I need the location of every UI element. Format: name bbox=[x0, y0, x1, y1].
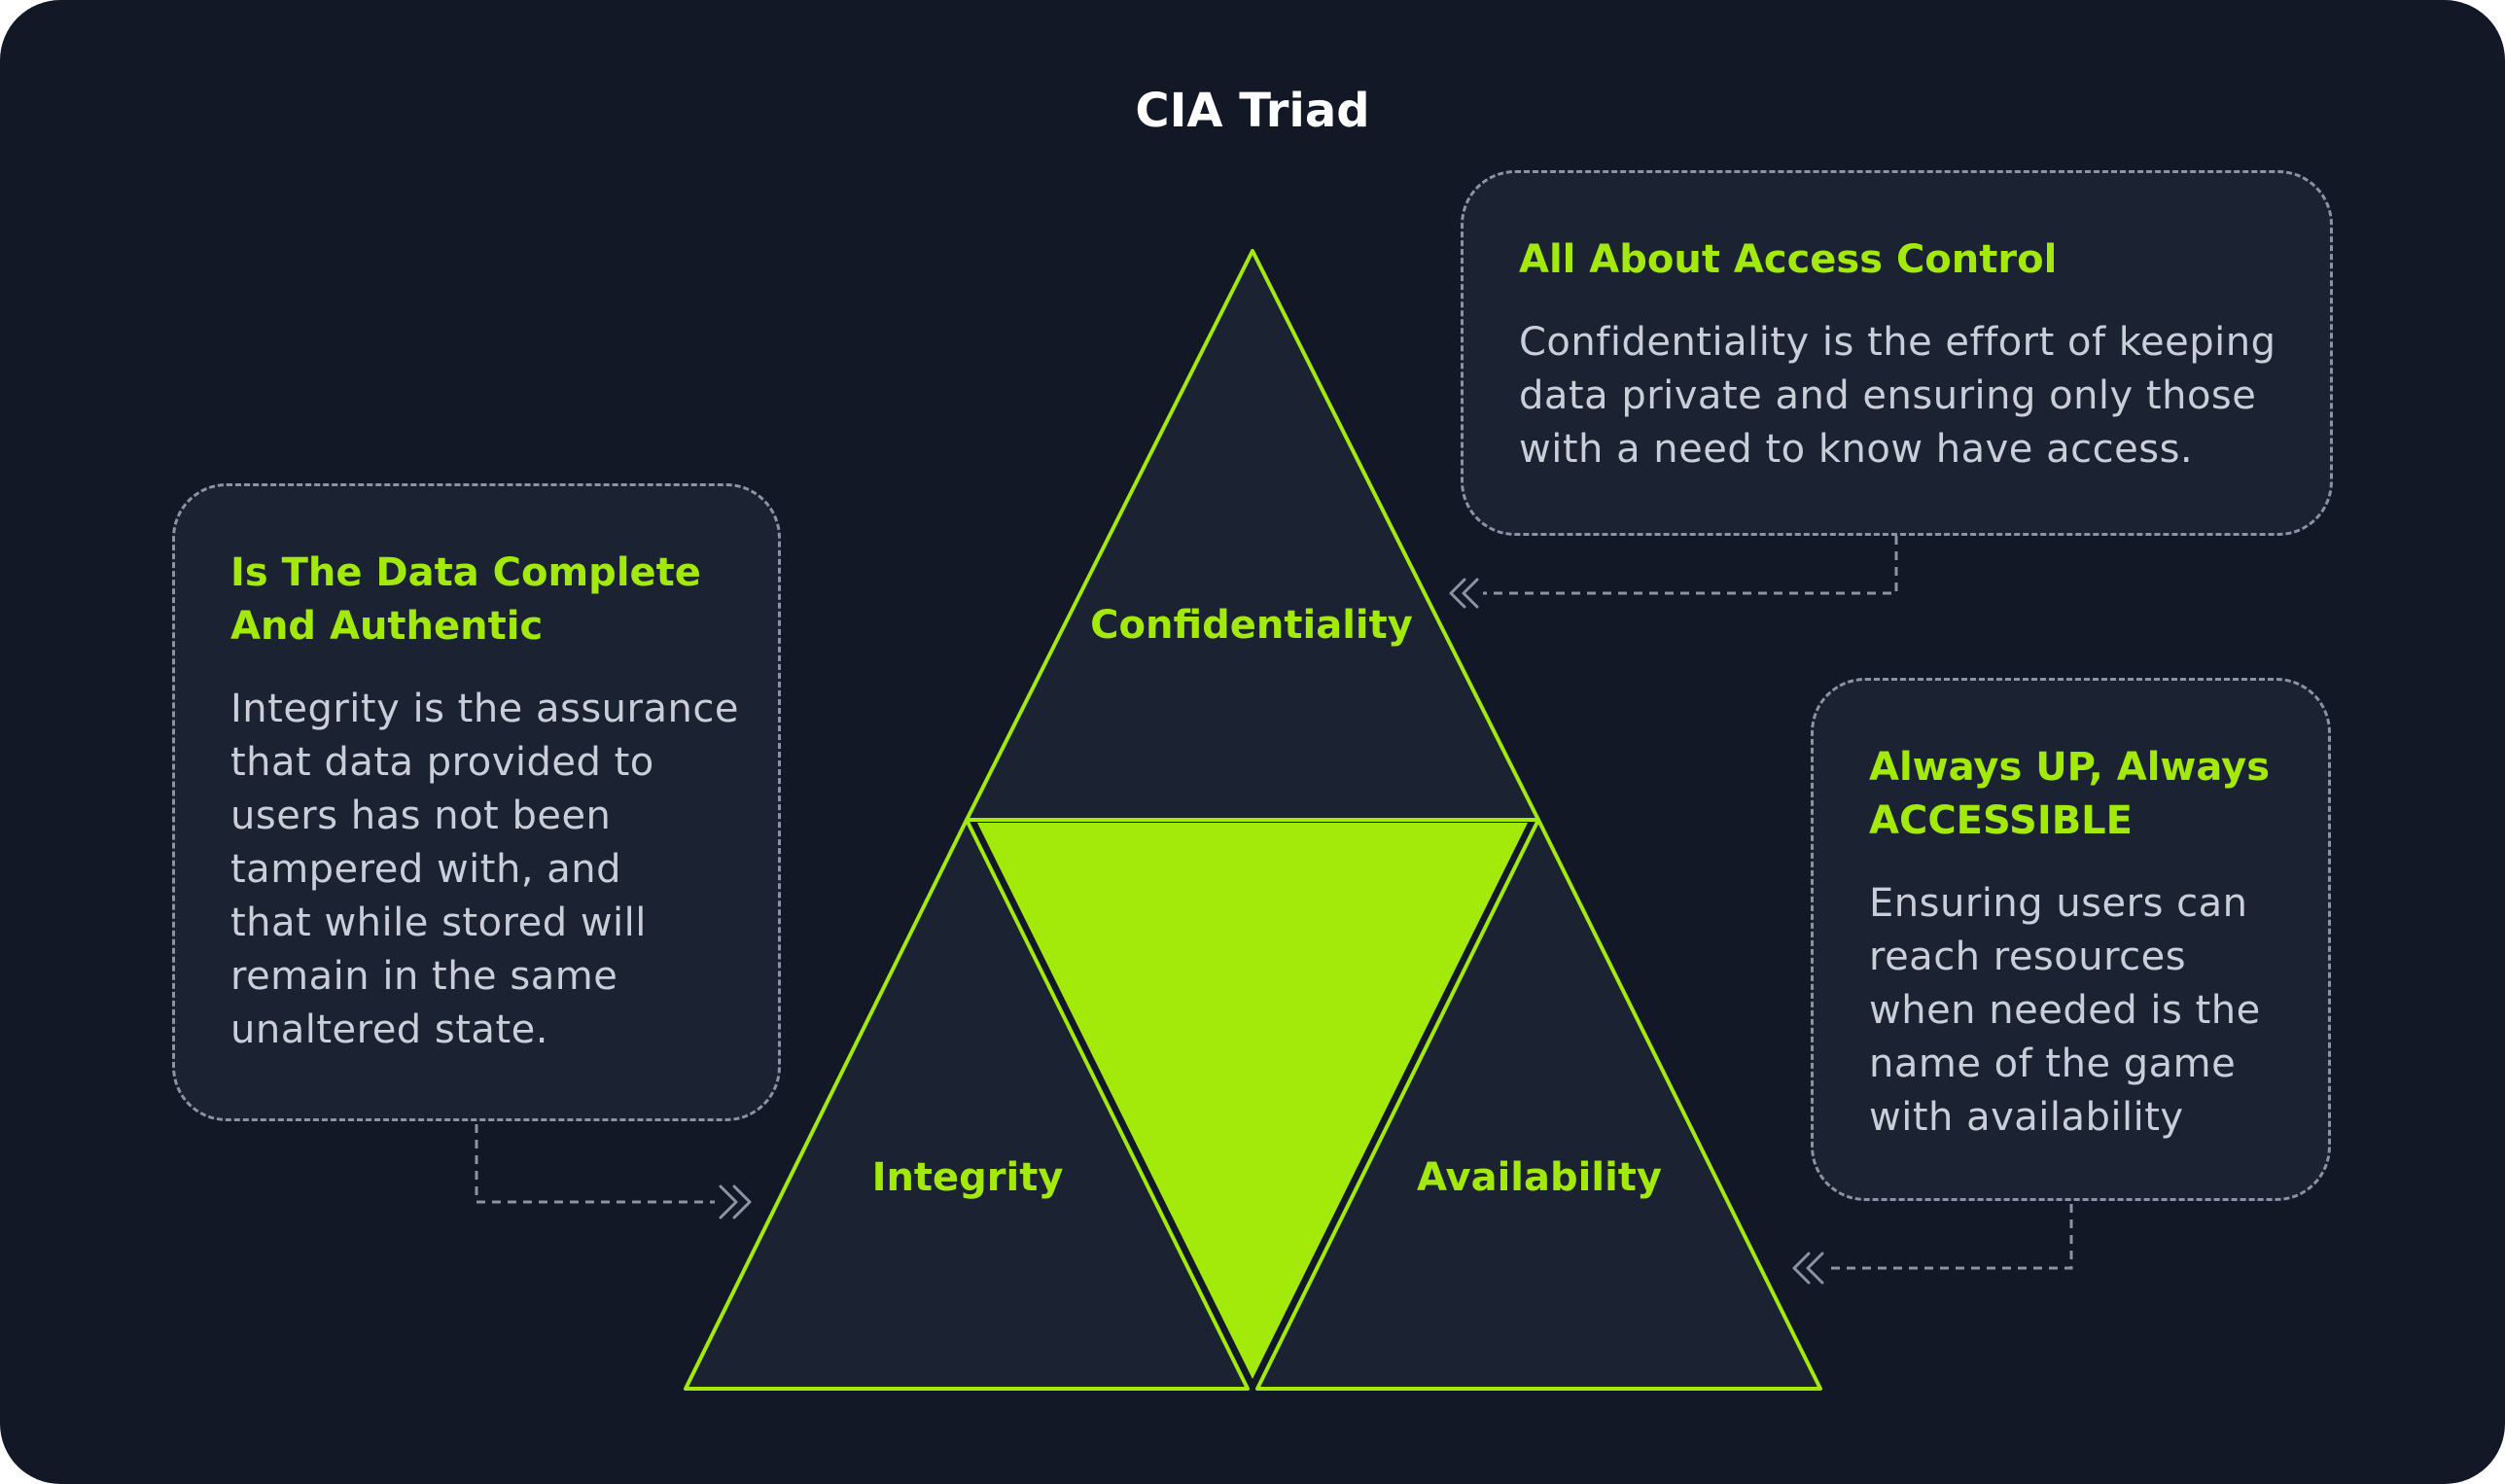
callout-body-line: users has not been bbox=[230, 794, 612, 838]
callout-heading-line: Is The Data Complete bbox=[230, 550, 701, 595]
availability-segment bbox=[1255, 818, 1822, 1391]
integrity-label: Integrity bbox=[871, 1155, 1064, 1200]
callout-body-line: when needed is the bbox=[1869, 988, 2261, 1033]
callout-heading: Always UP, Always ACCESSIBLE bbox=[1869, 741, 2309, 848]
callout-body-line: that data provided to bbox=[230, 740, 654, 785]
callout-body-line: Integrity is the assurance bbox=[230, 687, 739, 731]
callout-body-line: unaltered state. bbox=[230, 1007, 548, 1052]
double-chevron-icon bbox=[1792, 1252, 1824, 1285]
availability-connector bbox=[1828, 1204, 2073, 1270]
callout-heading: All About Access Control bbox=[1519, 237, 2058, 282]
callout-body-line: name of the game bbox=[1869, 1042, 2237, 1086]
callout-body-line: that while stored will bbox=[230, 901, 647, 945]
callout-body: Integrity is the assurance that data pro… bbox=[230, 683, 759, 1057]
integrity-segment bbox=[684, 818, 1250, 1391]
center-triangle bbox=[977, 823, 1528, 1379]
callout-heading-line: Always UP, Always bbox=[1869, 745, 2271, 790]
callout-body-line: remain in the same bbox=[230, 954, 618, 999]
callout-body-line: with a need to know have access. bbox=[1519, 427, 2194, 472]
confidentiality-connector bbox=[1483, 536, 1898, 595]
callout-body-line: Confidentiality is the effort of keeping bbox=[1519, 320, 2276, 365]
callout-body: Ensuring users can reach resources when … bbox=[1869, 877, 2309, 1145]
callout-body-line: with availability bbox=[1869, 1095, 2184, 1140]
availability-callout: Always UP, Always ACCESSIBLE Ensuring us… bbox=[1811, 678, 2331, 1201]
callout-body-line: data private and ensuring only those bbox=[1519, 373, 2257, 418]
callout-heading-line: ACCESSIBLE bbox=[1869, 798, 2133, 843]
confidentiality-callout: All About Access Control Confidentiality… bbox=[1461, 170, 2333, 536]
confidentiality-segment bbox=[965, 249, 1540, 822]
callout-body: Confidentiality is the effort of keeping… bbox=[1519, 316, 2311, 477]
callout-body-line: Ensuring users can bbox=[1869, 881, 2248, 926]
callout-body-line: tampered with, and bbox=[230, 847, 621, 892]
callout-heading-line: And Authentic bbox=[230, 604, 544, 649]
integrity-callout: Is The Data Complete And Authentic Integ… bbox=[172, 483, 781, 1121]
confidentiality-label: Confidentiality bbox=[1090, 603, 1413, 648]
double-chevron-icon bbox=[1449, 578, 1479, 609]
availability-label: Availability bbox=[1417, 1155, 1662, 1200]
callout-body-line: reach resources bbox=[1869, 935, 2187, 979]
callout-heading: Is The Data Complete And Authentic bbox=[230, 547, 759, 654]
integrity-connector bbox=[475, 1124, 715, 1204]
double-chevron-icon bbox=[719, 1184, 752, 1219]
diagram-title: CIA Triad bbox=[1135, 84, 1370, 138]
